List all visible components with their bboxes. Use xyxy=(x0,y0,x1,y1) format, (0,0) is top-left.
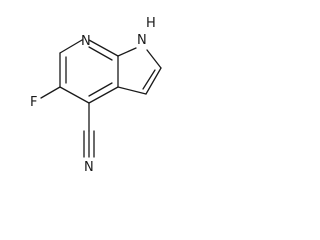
bond-c2-c3-inner xyxy=(142,69,156,90)
atom-label-pyrrole-h: H xyxy=(146,16,156,31)
bond-c7a-n1 xyxy=(117,47,137,57)
atom-labels: N H N F N xyxy=(30,16,156,175)
atom-label-nitrile-n: N xyxy=(84,160,94,175)
atom-label-pyridine-n: N xyxy=(81,34,91,49)
bond-c4-c3a-inner xyxy=(88,82,113,97)
bond-c4-c3a xyxy=(88,86,119,104)
substituents xyxy=(40,86,95,158)
bond-c5-f xyxy=(40,86,61,99)
atom-label-fluorine: F xyxy=(30,95,37,110)
bond-n1-c2 xyxy=(146,49,162,69)
bond-c5-c4 xyxy=(59,86,90,104)
structure-diagram: N H N F N xyxy=(0,0,178,180)
bond-c7a-n7-inner xyxy=(88,46,113,61)
bond-n7-c6 xyxy=(59,39,83,54)
bond-c7a-n7 xyxy=(88,39,119,57)
molecule-svg: N H N F N xyxy=(30,16,162,175)
bond-c2-c3 xyxy=(145,67,162,95)
bond-c3-c3a xyxy=(117,86,147,95)
atom-label-pyrrole-n: N xyxy=(137,33,147,48)
pyridine-ring xyxy=(59,39,119,104)
pyrrole-ring xyxy=(117,47,162,95)
